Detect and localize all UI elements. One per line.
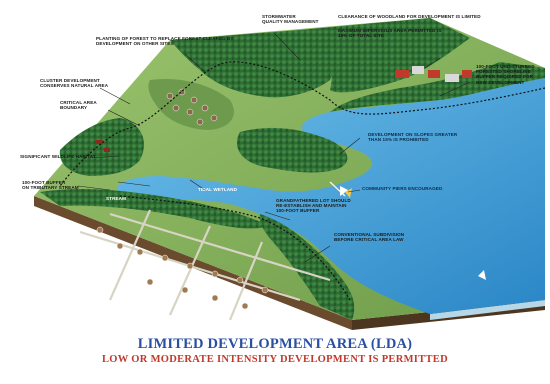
leader-lines — [77, 33, 471, 263]
forest-stream-corridor — [40, 189, 270, 229]
cluster-houses — [166, 88, 218, 126]
label-cluster: CLUSTER DEVELOPMENT CONSERVES NATURAL AR… — [40, 78, 109, 89]
label-critical-area: CRITICAL AREA BOUNDARY — [60, 100, 97, 111]
label-100ft-undisturbed: 100-FOOT UNDISTURBED FORESTED SHORELINE … — [476, 64, 535, 85]
label-stormwater: STORMWATER QUALITY MANAGEMENT — [262, 14, 319, 25]
forest-peninsula — [236, 127, 348, 173]
label-stream: STREAM — [106, 196, 126, 201]
forest-south-shore — [259, 214, 355, 320]
label-impervious: MAXIMUM IMPERVIOUS AREA PERMITTED IS 15%… — [338, 28, 442, 39]
forest-shore-buffer — [330, 62, 545, 112]
label-slopes: DEVELOPMENT ON SLOPES GREATER THAN 15% I… — [368, 132, 458, 143]
label-conventional: CONVENTIONAL SUBDIVISION BEFORE CRITICAL… — [334, 232, 405, 243]
label-community-piers: COMMUNITY PIERS ENCOURAGED — [362, 186, 443, 191]
label-tidal-wetland: TIDAL WETLAND — [198, 187, 237, 192]
forest-north — [170, 30, 334, 98]
label-tributary-buffer: 100-FOOT BUFFER ON TRIBUTARY STREAM — [22, 180, 79, 191]
label-grandfathered: GRANDFATHERED LOT SHOULD RE-ESTABLISH AN… — [276, 198, 351, 214]
ridge-buildings — [395, 66, 472, 82]
critical-area-boundary — [59, 61, 546, 187]
farm-buildings — [96, 140, 110, 152]
block-water-edge — [430, 300, 545, 320]
water-body — [117, 78, 546, 314]
forest-west — [59, 118, 144, 176]
community-pier — [329, 181, 486, 280]
label-planting: PLANTING OF FOREST TO REPLACE FOREST CLE… — [96, 36, 234, 47]
shore-buffer-line — [119, 195, 351, 301]
diagram-title: LIMITED DEVELOPMENT AREA (LDA) — [137, 336, 413, 352]
label-wildlife: SIGNIFICANT WILDLIFE HABITAT — [20, 154, 96, 159]
forest-ridge — [300, 18, 470, 93]
subdivision-houses — [96, 226, 269, 310]
diagram-subtitle: LOW OR MODERATE INTENSITY DEVELOPMENT IS… — [101, 354, 448, 365]
label-clearance: CLEARANCE OF WOODLAND FOR DEVELOPMENT IS… — [338, 14, 481, 19]
